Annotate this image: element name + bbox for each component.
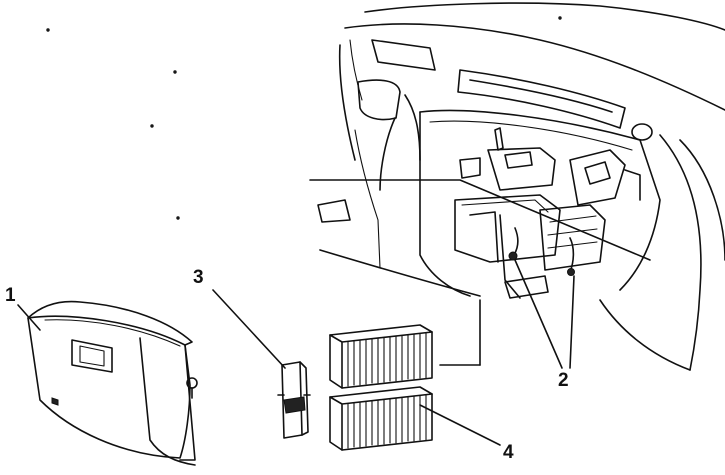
scan-specks [46,16,562,220]
filter-cover [277,361,311,439]
callout-2: 2 [558,370,569,391]
cabin-filter-lower [329,386,433,451]
cabin-filter-upper [329,324,433,389]
blower-housing [439,127,641,366]
callout-1: 1 [5,285,16,306]
leader-line-2a [514,259,563,369]
callout-4: 4 [503,442,514,463]
leader-line-1 [17,304,41,331]
callout-3: 3 [193,267,204,288]
glove-box [27,300,198,466]
leader-line-4 [419,404,501,446]
leader-line-3 [212,289,286,369]
dashboard [309,2,725,371]
leader-line-2b [569,275,575,369]
